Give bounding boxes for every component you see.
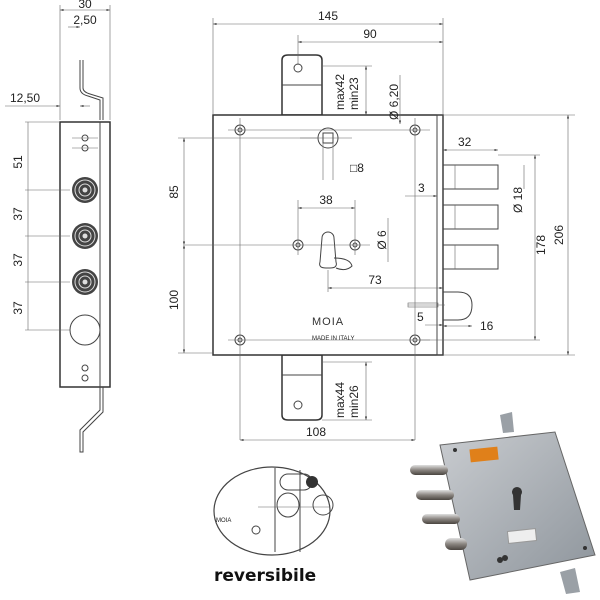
dim-bolt-dia: Ø 18: [511, 187, 525, 213]
cylinder-hole: [319, 231, 353, 271]
dim-hole-dia: Ø 6,20: [387, 84, 401, 120]
caption-reversibile: reversibile: [214, 566, 316, 586]
dim-bottom-tab-max: max44: [333, 382, 347, 418]
bolt-head-2: [72, 223, 98, 249]
dim-height-inner: 178: [534, 235, 548, 255]
dim-top-tab-max: max42: [333, 74, 347, 110]
dim-gap: 3: [418, 181, 425, 195]
reversible-inset: MOIA reversibile: [213, 466, 334, 586]
dim-latch-gap: 5: [417, 310, 424, 324]
dim-cyl-backset: 73: [368, 273, 382, 287]
dim-total-width: 145: [318, 9, 338, 23]
side-hole-top: [72, 134, 98, 152]
front-view: MOIA MADE IN ITALY 145 90 max42 min23 Ø …: [167, 9, 575, 442]
bolts: [442, 164, 499, 321]
dim-top-tab-min: min23: [347, 77, 361, 110]
dim-backset: 90: [363, 27, 377, 41]
photo-bolts: [410, 465, 467, 550]
made-in-label: MADE IN ITALY: [312, 336, 354, 342]
dim-d1: 51: [11, 155, 25, 169]
bolt-head-3: [72, 269, 98, 295]
dim-spindle: □8: [350, 161, 364, 175]
dim-d3: 37: [11, 253, 25, 267]
dim-lower-height: 100: [167, 290, 181, 310]
dim-bottom-tab-min: min26: [347, 385, 361, 418]
lock-photo: [410, 412, 596, 594]
dim-upper-height: 85: [167, 185, 181, 199]
dim-offset: 12,50: [10, 91, 40, 105]
dim-bolt-projection: 32: [458, 135, 472, 149]
brand-label: MOIA: [312, 316, 344, 328]
dim-thickness: 2,50: [73, 13, 97, 27]
dim-d4: 37: [11, 301, 25, 315]
dim-latch-width: 16: [480, 319, 494, 333]
bolt-head-1: [72, 177, 98, 203]
dim-hole-spacing: 38: [319, 193, 333, 207]
inset-brand: MOIA: [216, 518, 231, 524]
dim-height-total: 206: [552, 225, 566, 245]
dim-d2: 37: [11, 207, 25, 221]
dim-cyl-hole-dia: Ø 6: [375, 230, 389, 250]
dim-bottom-hole-spacing: 108: [306, 425, 326, 439]
dim-width: 30: [78, 0, 92, 11]
side-view: 30 2,50 12,50 51 37 37 37: [5, 0, 111, 453]
